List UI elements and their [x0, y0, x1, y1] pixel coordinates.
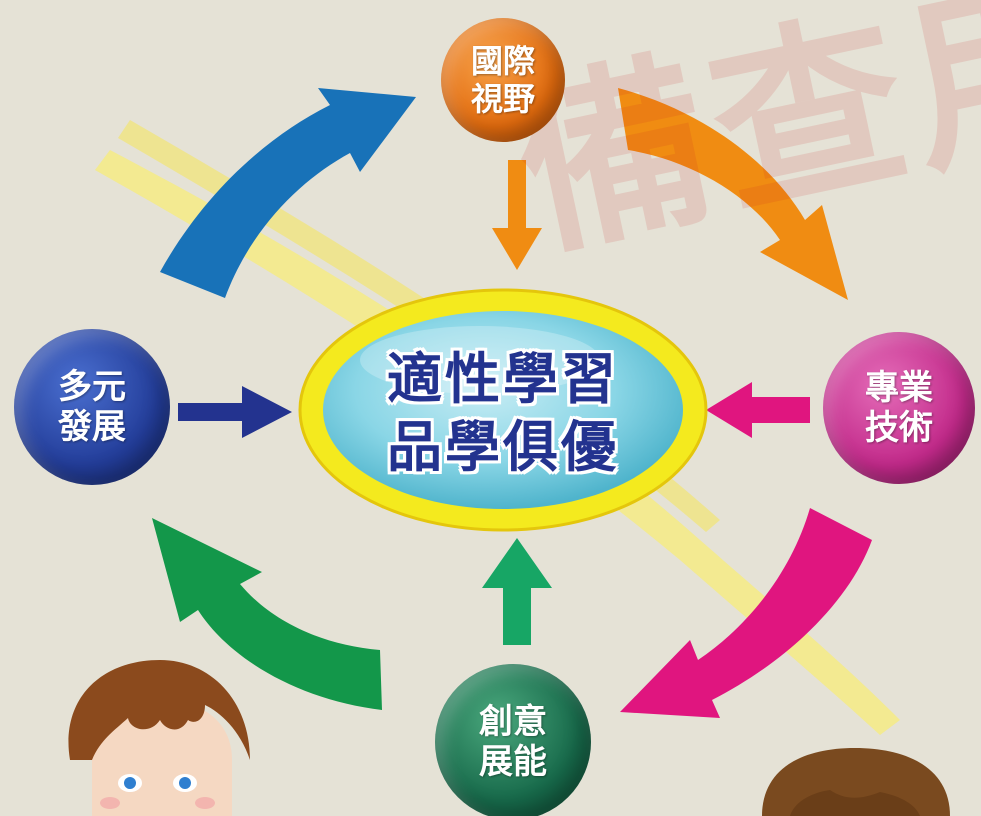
node-professional-skills: 專業 技術	[823, 332, 975, 484]
node-bottom-line1: 創意	[479, 702, 547, 742]
center-ellipse-highlight	[360, 326, 600, 394]
blue-arrow	[160, 88, 416, 298]
node-top-line2: 視野	[470, 80, 535, 118]
girl-character-illustration	[762, 748, 950, 816]
node-top-line1: 國際	[470, 42, 535, 80]
center-label-line2: 品學俱優	[386, 415, 619, 479]
node-left-line1: 多元	[58, 367, 126, 407]
node-diverse-development: 多元 發展	[14, 329, 170, 485]
green-arrow	[152, 518, 382, 710]
node-right-line1: 專業	[865, 368, 933, 408]
node-left-line2: 發展	[58, 407, 126, 447]
navy-arrow	[178, 386, 292, 438]
node-international-vision: 國際 視野	[441, 18, 565, 142]
node-bottom-line2: 展能	[479, 742, 547, 782]
yellow-swoosh-2	[118, 120, 720, 532]
yellow-swoosh	[95, 150, 900, 735]
center-label-line1: 適性學習	[386, 347, 619, 411]
boy-character-illustration	[68, 660, 250, 816]
node-creative-ability: 創意 展能	[435, 664, 591, 816]
node-right-line2: 技術	[865, 408, 933, 448]
center-ellipse	[323, 311, 683, 509]
magenta-arrow	[620, 508, 872, 718]
green-up-arrow	[482, 538, 552, 645]
orange-arrow	[618, 88, 848, 300]
center-label: 適性學習 品學俱優	[338, 345, 668, 481]
magenta-left-arrow	[706, 382, 810, 438]
orange-down-arrow	[492, 160, 542, 270]
